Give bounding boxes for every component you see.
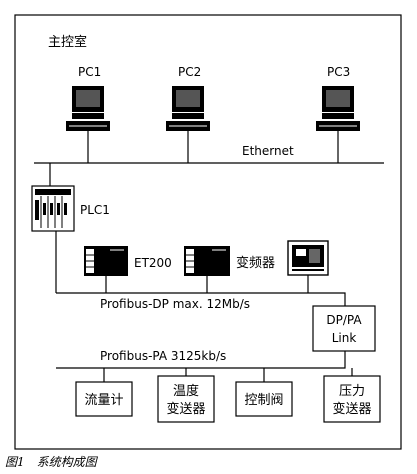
ethernet-label: Ethernet (242, 144, 294, 158)
plc-label: PLC1 (80, 203, 110, 217)
device-label: 变送器 (166, 401, 205, 417)
device-label: 控制阀 (244, 393, 283, 408)
pc-label: PC1 (78, 65, 101, 79)
frequency-converter-icon (184, 246, 230, 276)
pc-label: PC2 (178, 65, 201, 79)
frequency-converter-label: 变频器 (236, 255, 275, 271)
operator-panel-icon (287, 240, 329, 276)
flowmeter-box: 流量计 (75, 381, 133, 417)
room-label: 主控室 (48, 34, 87, 50)
et200-label: ET200 (134, 256, 172, 270)
device-label: 流量计 (84, 393, 123, 408)
pressure-transmitter-box: 压力 变送器 (323, 375, 381, 423)
et200-icon (84, 246, 128, 276)
device-label: 温度 (173, 383, 199, 399)
computer-pc3: PC3 (316, 65, 360, 163)
device-label: 压力 (339, 384, 365, 399)
computer-pc1: PC1 (66, 65, 110, 163)
device-label: 变送器 (332, 401, 371, 417)
temperature-transmitter-box: 温度 变送器 (157, 375, 215, 423)
profibus-dp-label: Profibus-DP max. 12Mb/s (100, 297, 250, 311)
diagram-frame (14, 14, 402, 450)
plc-icon (31, 185, 75, 232)
computer-pc2: PC2 (166, 65, 210, 163)
pc-label: PC3 (327, 65, 350, 79)
figure-caption: 图1 系统构成图 (5, 455, 99, 469)
profibus-dp-bus (56, 292, 346, 306)
profibus-pa-label: Profibus-PA 3125kb/s (100, 349, 226, 363)
profibus-pa-bus (56, 351, 346, 369)
control-valve-box: 控制阀 (235, 381, 293, 417)
dp-pa-link-line2: Link (332, 331, 357, 345)
dp-pa-link-line1: DP/PA (326, 313, 362, 327)
dp-pa-link-box (312, 305, 376, 352)
